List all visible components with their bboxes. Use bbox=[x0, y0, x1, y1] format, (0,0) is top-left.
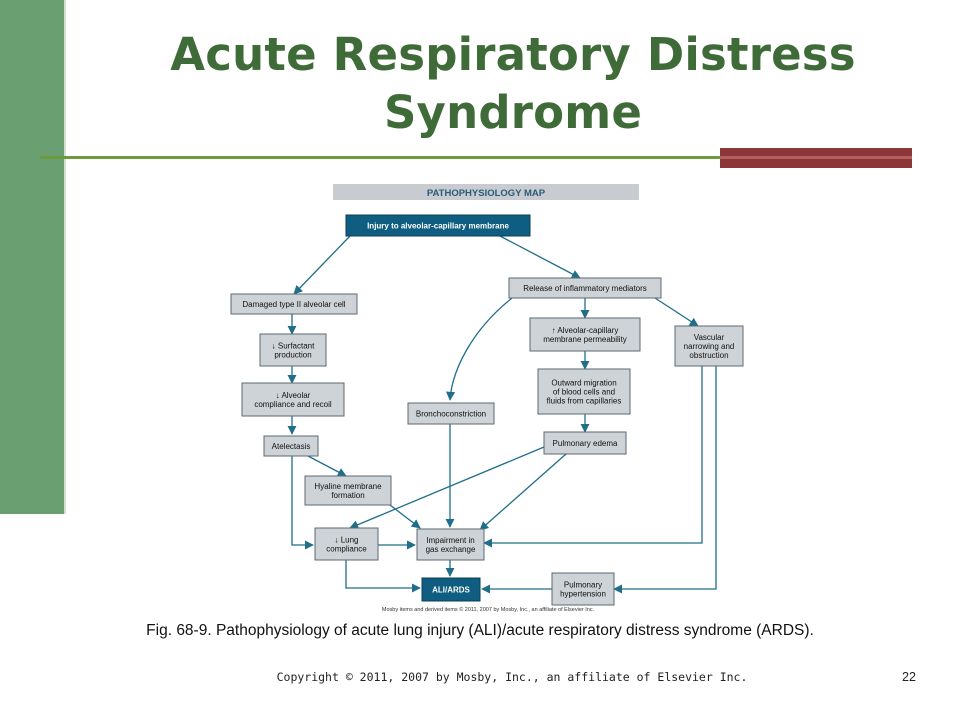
arrow-edema-lungcompliance bbox=[349, 446, 545, 530]
title-line-2: Syndrome bbox=[383, 86, 643, 139]
node-box bbox=[529, 317, 641, 352]
figure-caption: Fig. 68-9. Pathophysiology of acute lung… bbox=[146, 622, 814, 639]
title-divider bbox=[40, 156, 912, 159]
node-box bbox=[345, 214, 531, 237]
page-number: 22 bbox=[902, 670, 916, 684]
node-label: Injury to alveolar-capillary membrane bbox=[367, 222, 509, 231]
arrow-atelectasis-hyaline bbox=[307, 455, 347, 477]
node-label: production bbox=[274, 351, 311, 360]
sidebar-edge bbox=[64, 0, 66, 514]
node-box bbox=[314, 527, 379, 561]
node-label: fluids from capillaries bbox=[547, 397, 622, 406]
node-type2: Damaged type II alveolar cell bbox=[230, 293, 358, 315]
arrow-mediators-vascular bbox=[654, 297, 699, 327]
copyright-notice: Copyright © 2011, 2007 by Mosby, Inc., a… bbox=[276, 670, 748, 684]
node-box bbox=[421, 577, 481, 602]
arrow-mediators-broncho bbox=[446, 297, 513, 401]
node-box bbox=[407, 402, 495, 425]
node-label: ↓ Alveolar bbox=[276, 391, 311, 400]
node-label: compliance bbox=[326, 545, 367, 554]
node-label: of blood cells and bbox=[553, 388, 615, 397]
sidebar-accent bbox=[0, 0, 64, 514]
node-box bbox=[508, 277, 662, 299]
node-box bbox=[304, 475, 392, 506]
title-accent-line bbox=[720, 156, 912, 159]
diagram-nodes: Injury to alveolar-capillary membraneDam… bbox=[230, 214, 744, 606]
node-box bbox=[551, 572, 615, 606]
node-label: formation bbox=[331, 491, 364, 500]
node-label: compliance and recoil bbox=[254, 400, 332, 409]
node-mediators: Release of inflammatory mediators bbox=[508, 277, 662, 299]
node-label: narrowing and bbox=[684, 342, 735, 351]
title-line-1: Acute Respiratory Distress bbox=[170, 28, 856, 81]
arrow-atelectasis-lungcompliance bbox=[291, 456, 314, 550]
node-box bbox=[674, 325, 744, 367]
node-label: obstruction bbox=[689, 351, 728, 360]
node-label: Pulmonary edema bbox=[553, 439, 618, 448]
node-box bbox=[230, 293, 358, 315]
map-title: PATHOPHYSIOLOGY MAP bbox=[427, 188, 546, 199]
arrow-vascular-hypertension bbox=[613, 366, 717, 594]
arrow-vascular-impairment bbox=[483, 366, 703, 548]
node-label: gas exchange bbox=[426, 545, 476, 554]
node-ali: ALI/ARDS bbox=[421, 577, 481, 602]
arrow-edema-impairment bbox=[479, 453, 567, 531]
node-box bbox=[416, 528, 485, 561]
slide-title: Acute Respiratory Distress Syndrome bbox=[66, 26, 960, 142]
node-label: ↓ Lung bbox=[334, 536, 358, 545]
arrow-injury-type2 bbox=[293, 235, 351, 295]
node-box bbox=[537, 368, 631, 415]
node-box bbox=[241, 382, 345, 417]
node-label: Bronchoconstriction bbox=[416, 410, 486, 419]
node-label: Hyaline membrane bbox=[314, 482, 382, 491]
node-injury: Injury to alveolar-capillary membrane bbox=[345, 214, 531, 237]
node-edema: Pulmonary edema bbox=[543, 431, 627, 455]
node-box bbox=[263, 435, 319, 457]
node-label: Atelectasis bbox=[272, 442, 311, 451]
node-box bbox=[259, 333, 327, 367]
map-title-band bbox=[333, 184, 639, 200]
node-label: Outward migration bbox=[551, 379, 616, 388]
node-label: hypertension bbox=[560, 590, 606, 599]
node-label: membrane permeability bbox=[543, 335, 627, 344]
node-label: Pulmonary bbox=[564, 581, 602, 590]
node-atelectasis: Atelectasis bbox=[263, 435, 319, 457]
arrows bbox=[287, 235, 717, 594]
map-credit: Mosby items and derived items © 2011, 20… bbox=[382, 606, 595, 613]
arrow-injury-mediators bbox=[499, 235, 581, 279]
node-broncho: Bronchoconstriction bbox=[407, 402, 495, 425]
arrow-lungcompliance-ali bbox=[345, 560, 421, 593]
node-label: Vascular bbox=[694, 333, 725, 342]
node-label: Damaged type II alveolar cell bbox=[242, 300, 345, 309]
node-label: Release of inflammatory mediators bbox=[523, 284, 647, 293]
node-label: Impairment in bbox=[426, 536, 474, 545]
node-label: ↓ Surfactant bbox=[272, 342, 315, 351]
node-box bbox=[543, 431, 627, 455]
node-label: ALI/ARDS bbox=[432, 586, 470, 595]
node-label: ↑ Alveolar-capillary bbox=[552, 326, 619, 335]
arrow-hyaline-impairment bbox=[389, 504, 421, 529]
